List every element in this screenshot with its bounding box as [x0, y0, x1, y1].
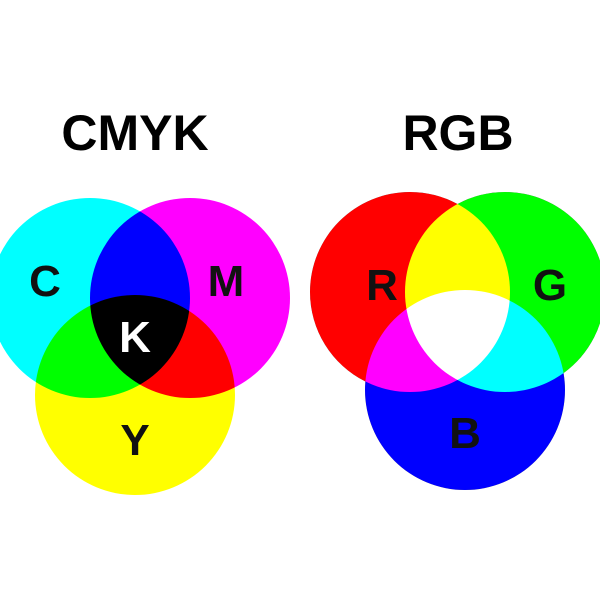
cyan-label: C — [29, 257, 61, 306]
red-label: R — [366, 261, 398, 310]
blue-circle — [365, 290, 565, 490]
blue-label: B — [449, 409, 481, 458]
cmyk-title: CMYK — [61, 105, 208, 161]
green-label: G — [533, 261, 567, 310]
yellow-circle — [35, 295, 235, 495]
magenta-label: M — [208, 257, 245, 306]
key-black-label: K — [119, 313, 151, 362]
cmyk-venn — [0, 180, 290, 520]
rgb-title: RGB — [402, 105, 513, 161]
yellow-label: Y — [120, 416, 149, 465]
